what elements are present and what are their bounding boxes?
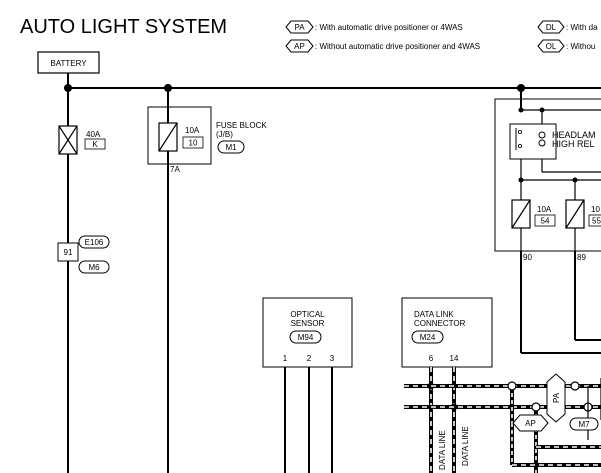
legend-pa-code: PA — [294, 23, 305, 32]
legend-ap-tag — [285, 39, 314, 53]
fusible-link-id: K — [92, 140, 98, 149]
ap-tag-label: AP — [525, 419, 536, 428]
data-link-connector: DATA LINK CONNECTOR M24 6 14 — [401, 297, 493, 368]
fuse-pin: 7A — [170, 165, 180, 174]
legend-pa-text: : With automatic drive positioner or 4WA… — [315, 23, 463, 32]
optical-sensor-pin-1: 1 — [283, 354, 288, 363]
data-line-label-1: DATA LINE — [438, 430, 447, 470]
data-line-label-bg — [459, 410, 471, 473]
data-line-label-bg — [436, 410, 448, 473]
legend-dl: DL : With da — [537, 20, 598, 34]
fuse-rating: 10A — [185, 126, 200, 135]
splice-point — [507, 381, 517, 391]
ap-tag: AP — [512, 414, 549, 432]
legend-ap-code: AP — [294, 42, 305, 51]
legend-dl-text: : With da — [566, 23, 598, 32]
fuse-block-box — [147, 106, 212, 165]
relay-label-2: HIGH REL — [552, 139, 595, 149]
relay-module-box — [494, 98, 601, 252]
optical-sensor-pin-2: 2 — [307, 354, 312, 363]
data-link-label-2: CONNECTOR — [414, 319, 466, 328]
fuse-block-sublabel: (J/B) — [216, 130, 233, 139]
legend-ol-text: : Withou — [566, 42, 595, 51]
legend-pa-tag — [285, 20, 314, 34]
fuse-55-number: 55 — [592, 217, 601, 226]
connector-m7: M7 — [569, 417, 599, 431]
fuse-55-pin: 89 — [577, 253, 586, 262]
pa-tag: PA — [546, 373, 566, 423]
legend-ol-code: OL — [546, 42, 557, 51]
data-line-label-2: DATA LINE — [461, 426, 470, 466]
legend-ap-text: : Without automatic drive positioner and… — [315, 42, 480, 51]
optical-sensor-connector: M94 — [298, 333, 314, 342]
fuse-54-number: 54 — [541, 217, 550, 226]
fuse-block: 10A 10 7A FUSE BLOCK (J/B) M1 — [147, 106, 267, 174]
diagram-title: AUTO LIGHT SYSTEM — [20, 16, 227, 38]
data-link-pin-14: 14 — [450, 354, 459, 363]
joint-pin: 91 — [64, 248, 73, 257]
battery-box: BATTERY — [37, 51, 100, 74]
connector-e106: E106 — [85, 238, 104, 247]
fusible-link-rating: 40A — [86, 130, 101, 139]
legend-ap: AP : Without automatic drive positioner … — [285, 39, 480, 53]
headlamp-relay — [509, 123, 557, 160]
optical-sensor: OPTICAL SENSOR M94 1 2 3 — [262, 297, 353, 368]
joint-connector-91: 91 E106 M6 — [57, 235, 110, 274]
connector-m7-label: M7 — [578, 420, 590, 429]
fuse-55-rating: 10 — [591, 205, 600, 214]
data-link-connector-id: M24 — [420, 333, 436, 342]
battery-label: BATTERY — [50, 59, 87, 68]
fusible-link-40a: 40A K — [58, 125, 106, 155]
data-link-pin-6: 6 — [429, 354, 434, 363]
legend-ol-tag — [537, 39, 565, 53]
legend-dl-tag — [537, 20, 565, 34]
splice-point — [570, 381, 580, 391]
legend-ol: OL : Withou — [537, 39, 595, 53]
fuse-block-connector: M1 — [225, 143, 237, 152]
relay-module: HEADLAM HIGH REL 10A 54 10 55 — [494, 88, 601, 252]
optical-sensor-pin-3: 3 — [330, 354, 335, 363]
pa-tag-label: PA — [552, 392, 561, 403]
data-link-label-1: DATA LINK — [414, 310, 454, 319]
fuse-number: 10 — [189, 139, 198, 148]
legend-dl-code: DL — [546, 23, 557, 32]
optical-sensor-label-1: OPTICAL — [290, 310, 325, 319]
fuse-54-rating: 10A — [537, 205, 552, 214]
legend-pa: PA : With automatic drive positioner or … — [285, 20, 463, 34]
optical-sensor-label-2: SENSOR — [291, 319, 325, 328]
connector-m6: M6 — [88, 263, 100, 272]
fuse-54-pin: 90 — [523, 253, 532, 262]
relay-label-1: HEADLAM — [552, 130, 596, 140]
splice-point — [531, 402, 541, 412]
fuse-block-label: FUSE BLOCK — [216, 121, 267, 130]
